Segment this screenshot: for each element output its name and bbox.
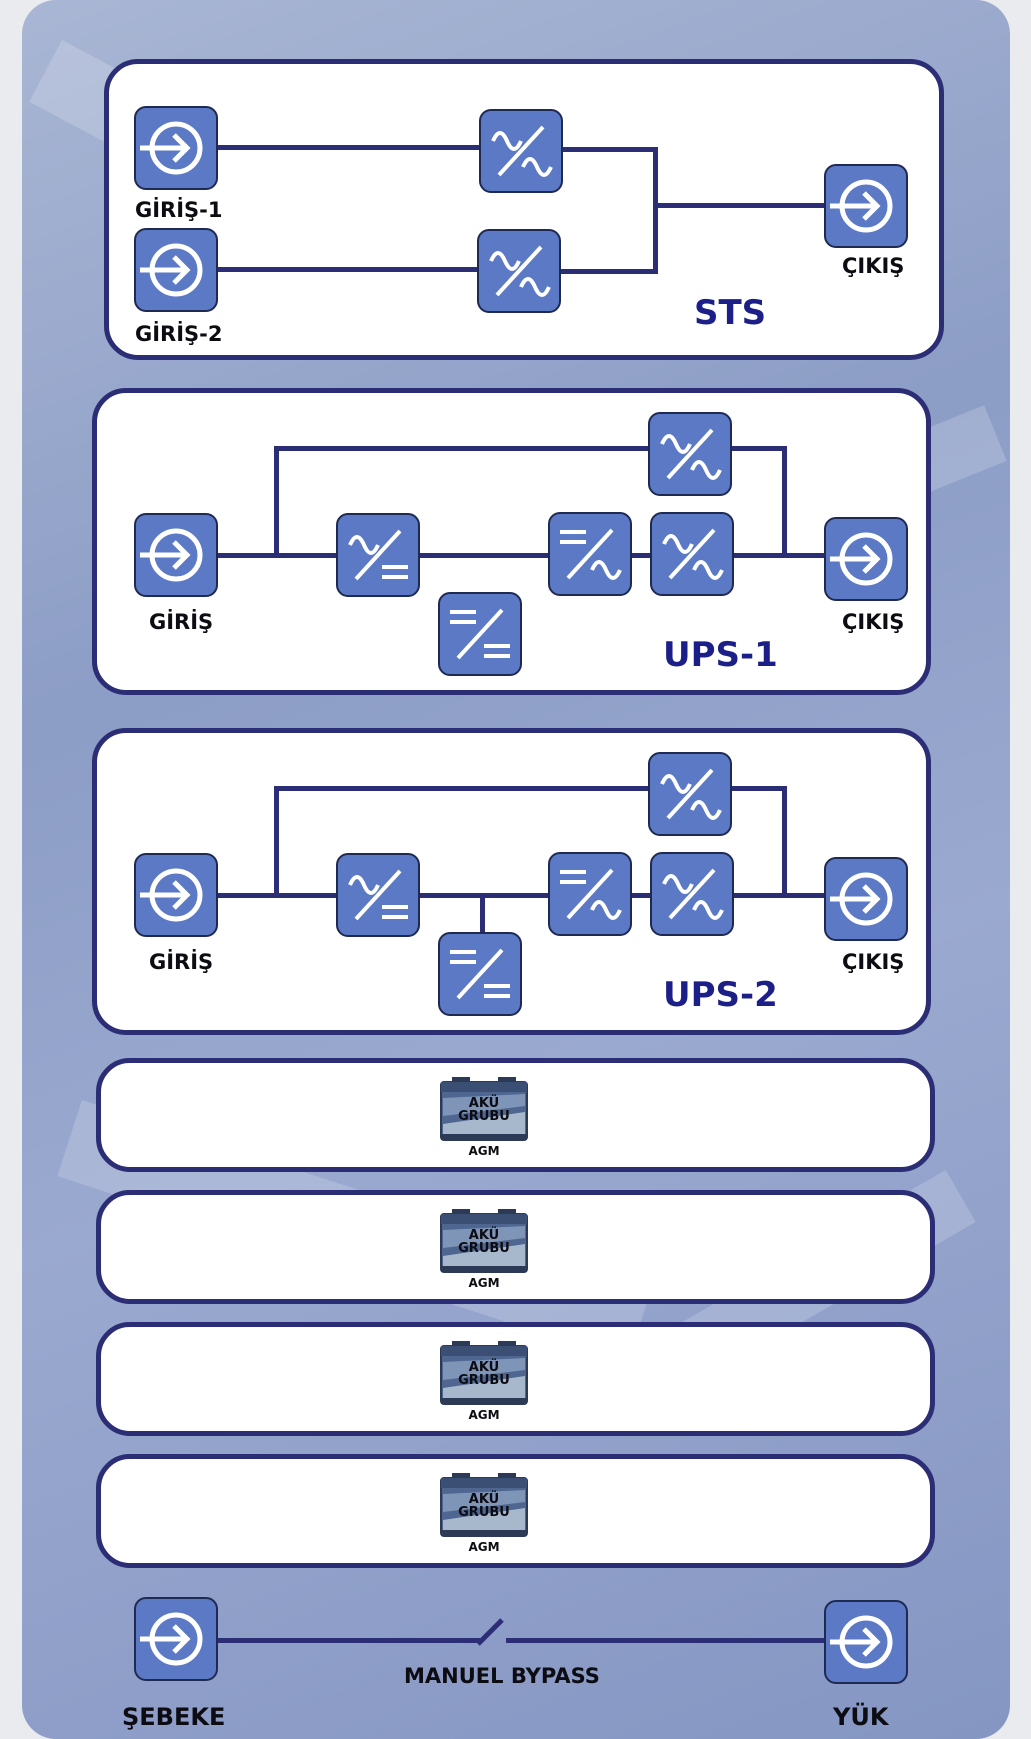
sts-input2-node bbox=[134, 228, 218, 312]
battery-type-label: AGM bbox=[468, 1540, 500, 1554]
ups2-wire-charger bbox=[480, 896, 485, 932]
ups2-rectifier-node bbox=[336, 853, 420, 937]
dc-ac-inverter-icon bbox=[550, 854, 630, 934]
ups1-title: UPS-1 bbox=[663, 635, 778, 675]
dc-dc-charger-icon bbox=[440, 934, 520, 1014]
battery-4: AKÜ GRUBU bbox=[440, 1472, 528, 1538]
ups2-wire-bypass-up bbox=[274, 786, 279, 896]
bypass-switch-label: MANUEL BYPASS bbox=[404, 1664, 600, 1688]
battery-text-2: GRUBU bbox=[458, 1373, 510, 1388]
battery-type-label: AGM bbox=[468, 1276, 500, 1290]
bypass-switch-icon bbox=[476, 1618, 504, 1646]
ups1-wire-bypass-down bbox=[782, 446, 787, 556]
battery-text-2: GRUBU bbox=[458, 1109, 510, 1124]
sts-wire-in2 bbox=[218, 267, 478, 272]
ac-ac-switch-icon bbox=[652, 854, 732, 934]
sts-wire-in1 bbox=[218, 145, 480, 150]
output-arrow-icon bbox=[826, 859, 906, 939]
ups2-static-switch-node bbox=[650, 852, 734, 936]
ac-ac-converter-icon bbox=[479, 231, 559, 311]
sts-wire-bus bbox=[653, 147, 658, 274]
ups1-wire-bypass-top bbox=[274, 446, 787, 451]
ups1-inverter-node bbox=[548, 512, 632, 596]
battery-text-1: AKÜ bbox=[469, 1227, 499, 1243]
ups2-title: UPS-2 bbox=[663, 975, 778, 1015]
ups2-wire-bypass-down bbox=[782, 786, 787, 896]
ups2-wire-bypass-top bbox=[274, 786, 787, 791]
sts-wire-out2 bbox=[560, 269, 657, 274]
battery-text-2: GRUBU bbox=[458, 1505, 510, 1520]
ac-ac-switch-icon bbox=[650, 754, 730, 834]
battery-type-label: AGM bbox=[468, 1144, 500, 1158]
sts-wire-out1 bbox=[562, 147, 657, 152]
ups2-output-node bbox=[824, 857, 908, 941]
battery-text-1: AKÜ bbox=[469, 1359, 499, 1375]
battery-text-1: AKÜ bbox=[469, 1095, 499, 1111]
ups2-input-node bbox=[134, 853, 218, 937]
ups1-input-node bbox=[134, 513, 218, 597]
ac-ac-converter-icon bbox=[481, 111, 561, 191]
bypass-wire-left bbox=[218, 1638, 480, 1643]
sts-input1-label: GİRİŞ-1 bbox=[135, 198, 223, 222]
battery-1: AKÜ GRUBU bbox=[440, 1076, 528, 1142]
sts-output-label: ÇIKIŞ bbox=[842, 254, 905, 278]
ac-dc-rectifier-icon bbox=[338, 515, 418, 595]
sts-input1-node bbox=[134, 106, 218, 190]
battery-text-1: AKÜ bbox=[469, 1491, 499, 1507]
dc-ac-inverter-icon bbox=[550, 514, 630, 594]
ups2-bypass-switch-node bbox=[648, 752, 732, 836]
input-arrow-icon bbox=[136, 108, 216, 188]
ups1-output-node bbox=[824, 517, 908, 601]
bypass-load-label: YÜK bbox=[833, 1703, 889, 1731]
ups1-input-label: GİRİŞ bbox=[149, 610, 214, 634]
sts-output-node bbox=[824, 164, 908, 248]
output-arrow-icon bbox=[826, 166, 906, 246]
input-arrow-icon bbox=[136, 230, 216, 310]
battery-type-label: AGM bbox=[468, 1408, 500, 1422]
ac-ac-switch-icon bbox=[650, 414, 730, 494]
sts-title: STS bbox=[694, 293, 767, 333]
battery-2: AKÜ GRUBU bbox=[440, 1208, 528, 1274]
ups1-wire-bypass-up bbox=[274, 446, 279, 556]
battery-3: AKÜ GRUBU bbox=[440, 1340, 528, 1406]
input-arrow-icon bbox=[136, 515, 216, 595]
sts-switch2-node bbox=[477, 229, 561, 313]
battery-text-2: GRUBU bbox=[458, 1241, 510, 1256]
battery-icon: AKÜ GRUBU bbox=[440, 1472, 528, 1538]
battery-icon: AKÜ GRUBU bbox=[440, 1076, 528, 1142]
bypass-source-label: ŞEBEKE bbox=[122, 1703, 226, 1731]
ac-ac-switch-icon bbox=[652, 514, 732, 594]
bypass-load-node bbox=[824, 1600, 908, 1684]
sts-input2-label: GİRİŞ-2 bbox=[135, 322, 223, 346]
sts-wire-output bbox=[653, 203, 825, 208]
bypass-wire-right bbox=[506, 1638, 826, 1643]
ups1-wire-main bbox=[218, 553, 824, 558]
ups2-output-label: ÇIKIŞ bbox=[842, 950, 905, 974]
sts-switch1-node bbox=[479, 109, 563, 193]
output-arrow-icon bbox=[826, 519, 906, 599]
ups2-inverter-node bbox=[548, 852, 632, 936]
ups1-bypass-switch-node bbox=[648, 412, 732, 496]
dc-dc-charger-icon bbox=[440, 594, 520, 674]
input-arrow-icon bbox=[136, 1599, 216, 1679]
output-arrow-icon bbox=[826, 1602, 906, 1682]
ups1-charger-node bbox=[438, 592, 522, 676]
battery-icon: AKÜ GRUBU bbox=[440, 1340, 528, 1406]
ac-dc-rectifier-icon bbox=[338, 855, 418, 935]
ups1-output-label: ÇIKIŞ bbox=[842, 610, 905, 634]
battery-icon: AKÜ GRUBU bbox=[440, 1208, 528, 1274]
ups1-rectifier-node bbox=[336, 513, 420, 597]
ups2-charger-node bbox=[438, 932, 522, 1016]
bypass-source-node bbox=[134, 1597, 218, 1681]
sts-panel bbox=[104, 59, 944, 360]
ups1-static-switch-node bbox=[650, 512, 734, 596]
ups2-input-label: GİRİŞ bbox=[149, 950, 214, 974]
ups2-wire-main bbox=[218, 893, 824, 898]
input-arrow-icon bbox=[136, 855, 216, 935]
